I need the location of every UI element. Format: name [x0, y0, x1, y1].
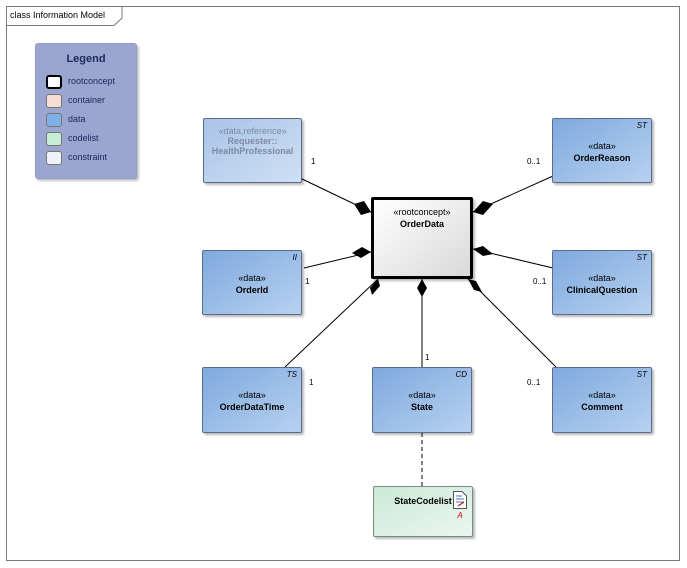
diagram-frame [6, 6, 680, 561]
class-name: OrderData [399, 219, 444, 229]
frame-tab-shape [6, 6, 123, 26]
class-orderid[interactable]: II «data» OrderId [202, 250, 302, 315]
class-requester[interactable]: «data,reference» Requester:: HealthProfe… [203, 118, 302, 183]
class-name: StateCodelist [394, 496, 452, 506]
legend-swatch [46, 94, 62, 108]
legend-swatch [46, 151, 62, 165]
stereotype-label: «data,reference» [218, 126, 287, 136]
legend-swatch [46, 75, 62, 89]
link-orderdatatime[interactable] [284, 278, 379, 368]
legend-label: constraint [68, 152, 108, 162]
stereotype-label: «data» [588, 141, 616, 151]
class-name: Comment [581, 402, 623, 412]
diamond-requester [354, 201, 371, 215]
class-name: State [410, 402, 433, 412]
class-clinicalquestion[interactable]: ST «data» ClinicalQuestion [552, 250, 652, 315]
stereotype-label: «data» [588, 273, 616, 283]
type-tag: ST [636, 370, 647, 379]
codelist-icon: A [453, 491, 467, 519]
diamond-orderid [352, 247, 371, 258]
link-comment[interactable] [467, 278, 557, 368]
stereotype-label: «data» [238, 390, 266, 400]
multiplicity-orderdatatime: 1 [309, 378, 314, 387]
composition-diamonds [352, 201, 493, 297]
multiplicity-state: 1 [425, 353, 430, 362]
diamond-state [417, 279, 427, 297]
legend-label: container [68, 95, 106, 105]
codelist-icon-mark: A [456, 511, 462, 519]
stereotype-label: «data» [408, 390, 436, 400]
multiplicity-orderreason: 0..1 [527, 157, 541, 166]
stereotype-label: «data» [588, 390, 616, 400]
type-tag: TS [286, 370, 297, 379]
legend-label: codelist [68, 133, 99, 143]
multiplicity-comment: 0..1 [527, 378, 541, 387]
type-tag: ST [636, 253, 647, 262]
frame-tab: class Information Model [6, 6, 123, 26]
type-tag: ST [636, 121, 647, 130]
class-name: Requester:: HealthProfessional [211, 136, 294, 156]
legend-label: data [68, 114, 86, 124]
stereotype-label: «rootconcept» [393, 207, 451, 217]
class-name: OrderReason [573, 153, 631, 163]
legend-title: Legend [66, 53, 106, 65]
class-name: ClinicalQuestion [566, 285, 638, 295]
class-orderdatatime[interactable]: TS «data» OrderDataTime [202, 367, 302, 433]
diamond-orderdatatime [370, 279, 380, 295]
diamond-comment [468, 279, 482, 292]
legend-swatch [46, 113, 62, 127]
class-name: OrderDataTime [219, 402, 285, 412]
type-tag: II [292, 253, 297, 262]
class-comment[interactable]: ST «data» Comment [552, 367, 652, 433]
multiplicity-orderid: 1 [305, 277, 310, 286]
class-name: OrderId [235, 285, 269, 295]
legend-panel: Legend rootconcept container data codeli… [35, 43, 137, 179]
stereotype-label: «data» [238, 273, 266, 283]
legend-label: rootconcept [68, 76, 116, 86]
frame-title: class Information Model [10, 10, 106, 20]
multiplicity-requester: 1 [311, 157, 316, 166]
class-orderreason[interactable]: ST «data» OrderReason [552, 118, 652, 183]
class-state[interactable]: CD «data» State [372, 367, 472, 433]
diamond-orderreason [473, 201, 493, 215]
type-tag: CD [455, 370, 467, 379]
class-orderdata[interactable]: «rootconcept» OrderData [371, 197, 473, 279]
multiplicity-clinicalquestion: 0..1 [533, 277, 547, 286]
diamond-clinicalquestion [473, 246, 493, 256]
class-statecodelist[interactable]: A StateCodelist [373, 486, 473, 537]
legend-swatch [46, 132, 62, 146]
